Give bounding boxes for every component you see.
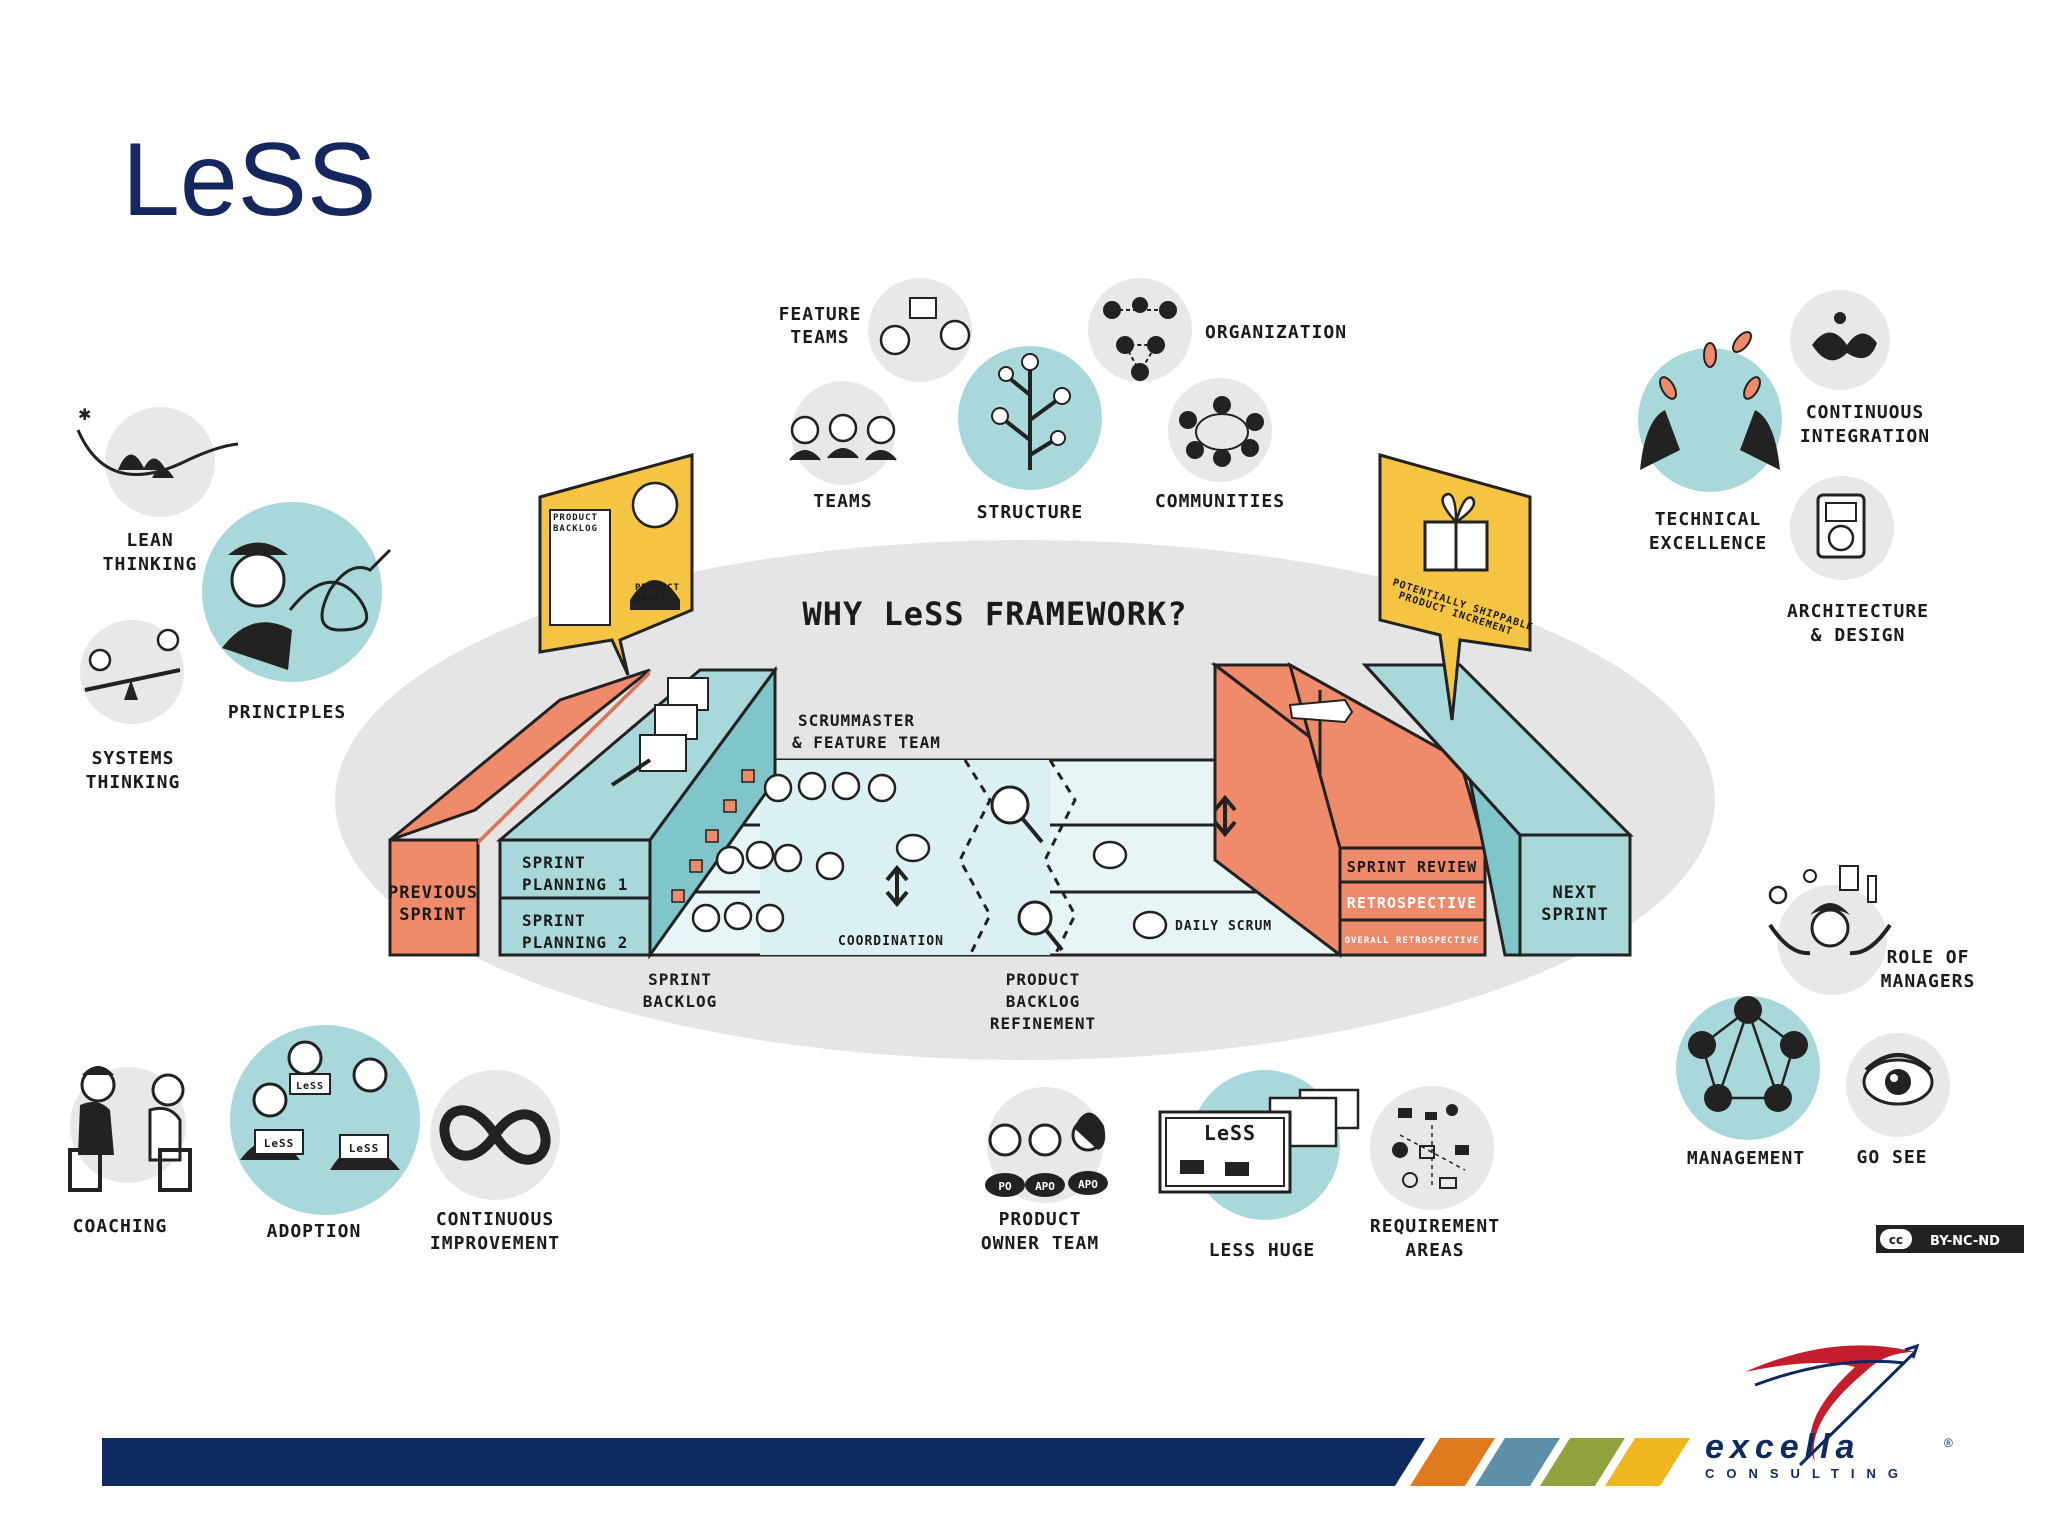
teams-label: TEAMS xyxy=(813,491,872,512)
adoption-label: ADOPTION xyxy=(267,1221,362,1242)
technical-excellence-icon xyxy=(1638,331,1782,492)
organization-icon xyxy=(1088,278,1192,382)
po-sign-label-1: PRODUCT xyxy=(635,583,680,593)
license-text: BY-NC-ND xyxy=(1930,1234,2000,1249)
continuous-improvement-icon xyxy=(430,1070,560,1200)
requirement-areas-label-2: AREAS xyxy=(1405,1240,1464,1261)
organization-label: ORGANIZATION xyxy=(1205,322,1347,343)
product-owner-team-label-1: PRODUCT xyxy=(999,1209,1082,1230)
excella-logo xyxy=(1745,1343,1920,1467)
sprint-planning-1-label-1: SPRINT xyxy=(522,853,586,872)
overall-retro-label: OVERALL RETROSPECTIVE xyxy=(1345,936,1480,946)
svg-text:✱: ✱ xyxy=(78,405,91,424)
sprint-backlog-label-1: SPRINT xyxy=(648,970,712,989)
lean-thinking-label-1: LEAN xyxy=(126,530,173,551)
continuous-integration-label-1: CONTINUOUS xyxy=(1806,402,1924,423)
product-owner-team-icon: PO APO APO xyxy=(985,1087,1108,1203)
communities-icon xyxy=(1168,378,1272,482)
adoption-badge-2: LeSS xyxy=(349,1142,380,1155)
principles-label: PRINCIPLES xyxy=(228,702,346,723)
license-badge: cc BY-NC-ND xyxy=(1876,1225,2024,1253)
structure-icon xyxy=(958,346,1102,490)
coordination-label: COORDINATION xyxy=(838,934,944,949)
page-title: LeSS xyxy=(122,122,377,238)
previous-sprint-label-1: PREVIOUS xyxy=(388,883,478,903)
requirement-areas-icon xyxy=(1370,1086,1494,1210)
sprint-board xyxy=(388,661,1634,960)
role-of-managers-icon xyxy=(1768,865,1892,995)
management-label: MANAGEMENT xyxy=(1687,1148,1805,1169)
sprint-backlog-label-2: BACKLOG xyxy=(643,992,717,1011)
structure-label: STRUCTURE xyxy=(977,502,1084,523)
continuous-improvement-label-1: CONTINUOUS xyxy=(436,1209,554,1230)
role-of-managers-label-2: MANAGERS xyxy=(1881,971,1976,992)
previous-sprint-label-2: SPRINT xyxy=(399,905,466,925)
brand-sub: CONSULTING xyxy=(1705,1466,1910,1481)
footer-bar xyxy=(102,1438,1690,1486)
go-see-icon xyxy=(1846,1033,1950,1137)
architecture-label-1: ARCHITECTURE xyxy=(1787,601,1929,622)
continuous-integration-label-2: INTEGRATION xyxy=(1800,426,1930,447)
requirement-areas-label-1: REQUIREMENT xyxy=(1370,1216,1500,1237)
next-sprint-label-2: SPRINT xyxy=(1541,905,1608,925)
feature-teams-icon xyxy=(868,278,972,382)
product-owner-team-label-2: OWNER TEAM xyxy=(981,1233,1099,1254)
scrummaster-label-1: SCRUMMASTER xyxy=(798,711,915,730)
systems-thinking-label-2: THINKING xyxy=(86,772,181,793)
product-owner-sign: PRODUCT BACKLOG PRODUCT OWNER xyxy=(538,453,694,676)
apo-badge-2: APO xyxy=(1078,1178,1098,1191)
coaching-icon xyxy=(68,1066,192,1192)
brand-name: excella xyxy=(1705,1428,1860,1466)
center-heading: WHY LeSS FRAMEWORK? xyxy=(802,595,1187,633)
lean-thinking-icon: ✱ xyxy=(76,405,239,517)
sprint-planning-2-label-2: PLANNING 2 xyxy=(522,933,628,952)
coaching-label: COACHING xyxy=(73,1216,168,1237)
adoption-icon: LeSS LeSS LeSS xyxy=(230,1025,420,1215)
po-sign-label-2: OWNER xyxy=(635,594,667,604)
daily-scrum-label: DAILY SCRUM xyxy=(1175,919,1272,934)
pbr-label-2: BACKLOG xyxy=(1006,992,1080,1011)
principles-icon xyxy=(202,502,392,682)
next-sprint-label-1: NEXT xyxy=(1553,883,1598,903)
continuous-integration-icon xyxy=(1790,290,1890,390)
architecture-icon xyxy=(1790,476,1894,580)
technical-excellence-label-2: EXCELLENCE xyxy=(1649,533,1767,554)
systems-thinking-icon xyxy=(80,620,184,724)
architecture-label-2: & DESIGN xyxy=(1811,625,1906,646)
adoption-badge-3: LeSS xyxy=(296,1081,324,1092)
continuous-improvement-label-2: IMPROVEMENT xyxy=(430,1233,560,1254)
role-of-managers-label-1: ROLE OF xyxy=(1887,947,1970,968)
scrum-team-heads xyxy=(691,771,897,933)
apo-badge-1: APO xyxy=(1035,1180,1055,1193)
lean-thinking-label-2: THINKING xyxy=(103,554,198,575)
retrospective-label: RETROSPECTIVE xyxy=(1347,894,1477,912)
communities-label: COMMUNITIES xyxy=(1155,491,1285,512)
po-backlog-label-1: PRODUCT xyxy=(553,513,598,523)
po-backlog-label-2: BACKLOG xyxy=(553,524,598,534)
adoption-badge-1: LeSS xyxy=(264,1137,295,1150)
sprint-planning-2-label-1: SPRINT xyxy=(522,911,586,930)
systems-thinking-label-1: SYSTEMS xyxy=(92,748,175,769)
sprint-planning-1-label-2: PLANNING 1 xyxy=(522,875,628,894)
less-huge-icon: LeSS xyxy=(1158,1070,1360,1220)
technical-excellence-label-1: TECHNICAL xyxy=(1655,509,1762,530)
increment-sign: POTENTIALLY SHIPPABLE PRODUCT INCREMENT xyxy=(1378,453,1535,721)
po-badge: PO xyxy=(998,1180,1012,1193)
sprint-review-label: SPRINT REVIEW xyxy=(1347,858,1477,876)
feature-teams-label-2: TEAMS xyxy=(790,327,849,348)
less-huge-label: LESS HUGE xyxy=(1209,1240,1316,1261)
cc-icon: cc xyxy=(1889,1233,1903,1247)
teams-icon xyxy=(789,381,897,485)
pbr-label-3: REFINEMENT xyxy=(990,1014,1096,1033)
scrummaster-label-2: & FEATURE TEAM xyxy=(792,733,941,752)
feature-teams-label-1: FEATURE xyxy=(779,304,862,325)
management-icon xyxy=(1676,996,1820,1140)
go-see-label: GO SEE xyxy=(1856,1147,1927,1168)
less-box-label: LeSS xyxy=(1204,1121,1256,1145)
brand-registered: ® xyxy=(1944,1436,1953,1450)
pbr-label-1: PRODUCT xyxy=(1006,970,1080,989)
